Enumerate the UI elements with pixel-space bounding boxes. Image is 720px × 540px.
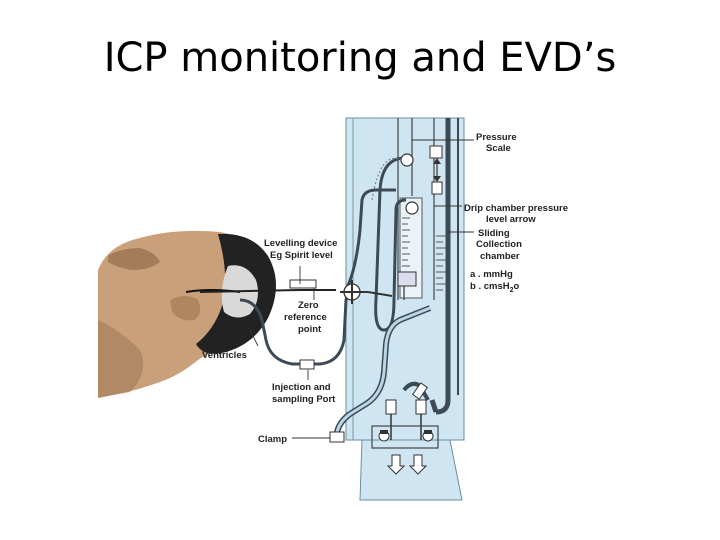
label-units-a: a . mmHg [470,269,513,280]
label-drip-arrow: Drip chamber pressure [464,203,568,214]
label-zero: Zero [298,300,319,311]
label-sampling-port: sampling Port [272,394,336,405]
label-units-b: b . cmsH2o [470,281,520,294]
label-injection: Injection and [272,382,331,393]
label-collection-3: chamber [480,251,520,262]
units-b-end: o [514,281,520,292]
label-collection-1: Sliding [478,228,510,239]
label-drip-arrow-2: level arrow [486,214,536,225]
patient-head [98,231,276,398]
label-reference: reference [284,312,327,323]
label-levelling-device: Levelling device [264,238,337,249]
label-spirit-level: Eg Spirit level [270,250,333,261]
label-pressure-scale: Pressure [476,132,517,143]
label-pressure-scale-2: Scale [486,143,511,154]
label-ventricles: Ventricles [202,350,247,361]
label-collection-2: Collection [476,239,522,250]
label-clamp: Clamp [258,434,287,445]
label-point: point [298,324,322,335]
units-b-main: b . cmsH [470,281,510,292]
